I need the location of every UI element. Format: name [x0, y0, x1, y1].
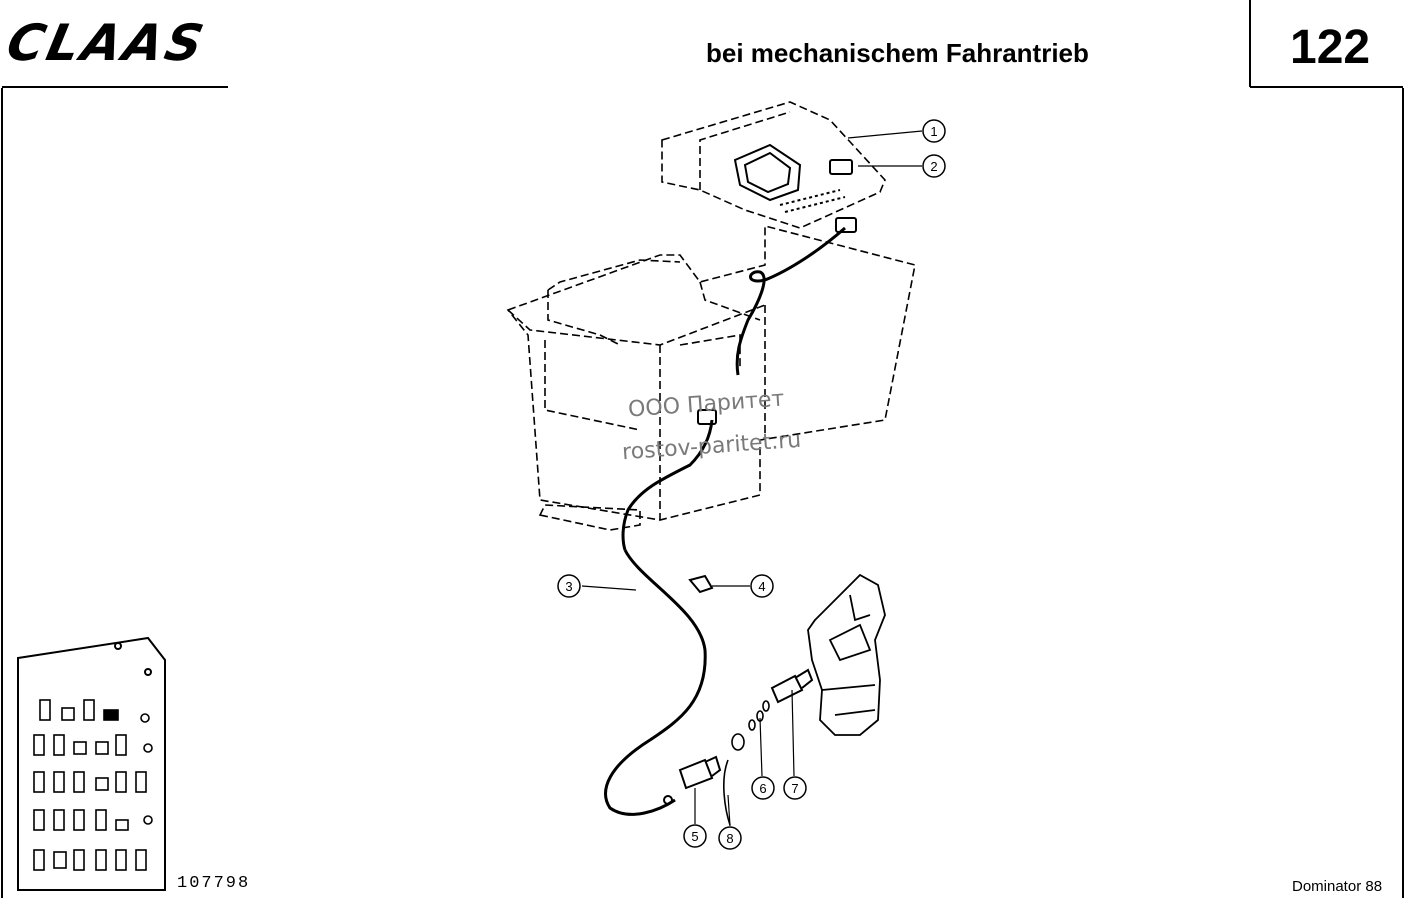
svg-text:6: 6: [759, 781, 766, 796]
callout-5: 5: [683, 824, 707, 848]
clip-part: [688, 574, 714, 594]
callout-6: 6: [751, 776, 775, 800]
fuse-board-inset: [17, 636, 166, 891]
callout-4: 4: [750, 574, 774, 598]
callout-7: 7: [783, 776, 807, 800]
brand-logo: CLAAS: [1, 14, 212, 72]
sensor-switch-part: [663, 755, 722, 805]
svg-text:8: 8: [726, 831, 733, 846]
svg-text:1: 1: [930, 124, 937, 139]
model-label: Dominator 88: [1292, 878, 1383, 895]
cable-tie-part: [723, 733, 745, 826]
steering-column: [733, 143, 853, 213]
svg-text:2: 2: [930, 159, 937, 174]
leader-lines: [581, 130, 923, 827]
bolt-part: [770, 668, 814, 704]
part-number: 107798: [177, 874, 251, 893]
page-number: 122: [1290, 21, 1371, 74]
svg-text:7: 7: [791, 781, 798, 796]
transmission-housing-drawing: [807, 573, 886, 736]
svg-text:4: 4: [758, 579, 765, 594]
callout-2: 2: [922, 154, 946, 178]
callout-3: 3: [557, 574, 581, 598]
page-title: bei mechanischem Fahrantrieb: [706, 38, 1089, 68]
wiring-harness: [604, 217, 857, 816]
svg-text:3: 3: [565, 579, 572, 594]
washers-part: [748, 700, 770, 731]
svg-text:5: 5: [691, 829, 698, 844]
cab-body-drawing: [506, 224, 916, 531]
callout-1: 1: [922, 119, 946, 143]
callout-8: 8: [718, 826, 742, 850]
cab-console-drawing: [661, 101, 886, 229]
